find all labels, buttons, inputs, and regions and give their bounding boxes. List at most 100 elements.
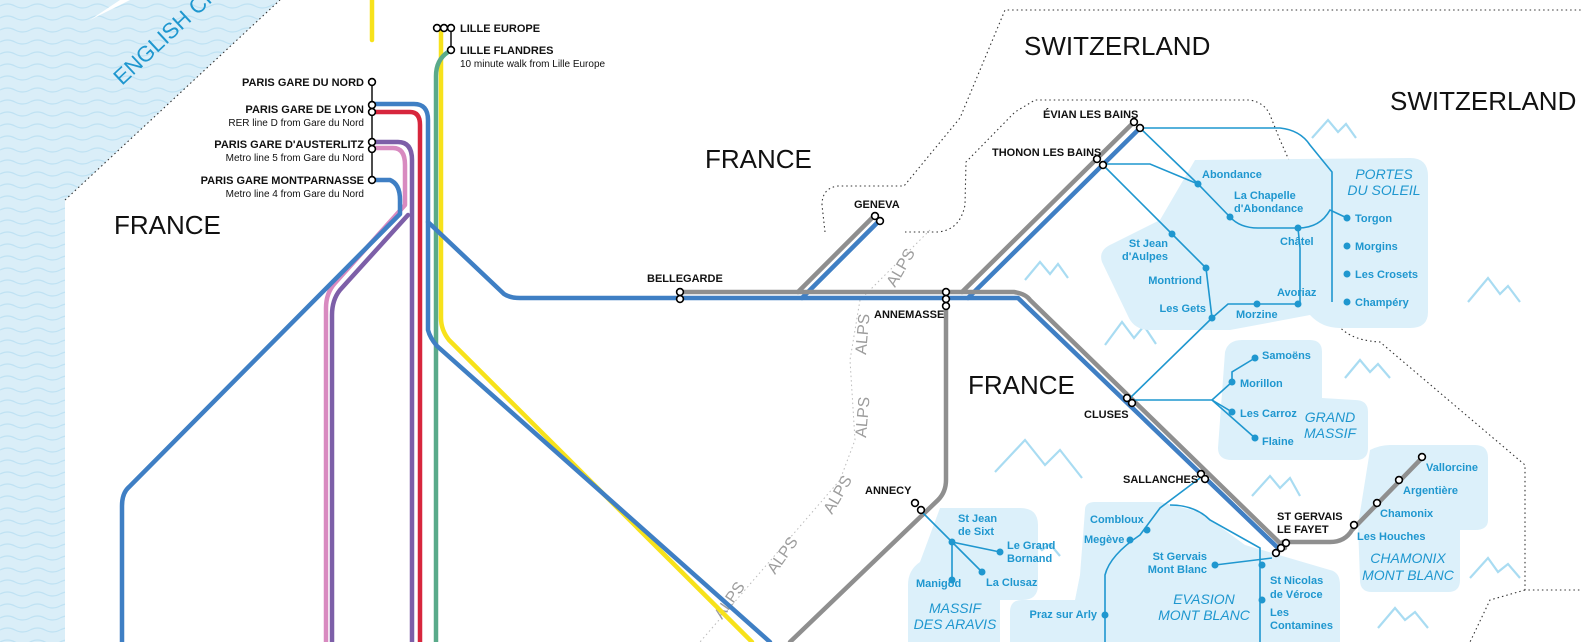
station-label-lille-europe[interactable]: LILLE EUROPE	[460, 23, 540, 35]
station-label-bellegarde[interactable]: BELLEGARDE	[647, 273, 723, 285]
mountain-icon	[1251, 474, 1301, 497]
mountain-icon	[1467, 276, 1521, 303]
evasion-mont-blanc-area	[1010, 502, 1340, 642]
area-label-portes-du-soleil: DU SOLEIL	[1347, 182, 1420, 198]
alps-label: ALPS	[853, 313, 874, 355]
alps-label: ALPS	[821, 473, 856, 517]
station-note-paris-austerlitz: Metro line 5 from Gare du Nord	[226, 153, 364, 164]
resort-label[interactable]: Chamonix	[1380, 508, 1434, 520]
area-label-evasion-mont-blanc: MONT BLANC	[1158, 607, 1251, 623]
alps-label: ALPS	[853, 396, 874, 438]
mountain-icon	[1104, 320, 1157, 346]
resort-label[interactable]: Châtel	[1280, 236, 1314, 248]
resort-label[interactable]: Torgon	[1355, 213, 1392, 225]
area-label-massif-des-aravis: DES ARAVIS	[914, 616, 997, 632]
resort-label[interactable]: Montriond	[1148, 275, 1202, 287]
portes-du-soleil-area	[1101, 158, 1428, 330]
chamonix-area	[1358, 445, 1488, 592]
resort-label[interactable]: St Gervais	[1153, 551, 1207, 563]
grand-massif-area	[1218, 340, 1368, 460]
area-label-chamonix-mont-blanc: CHAMONIX	[1370, 550, 1446, 566]
resort-label[interactable]: Avoriaz	[1277, 287, 1317, 299]
resort-label[interactable]: Flaine	[1262, 436, 1294, 448]
country-label-france: FRANCE	[114, 210, 221, 240]
area-label-grand-massif: GRAND	[1305, 409, 1356, 425]
resort-label[interactable]: de Véroce	[1270, 589, 1323, 601]
route-blue	[119, 177, 403, 642]
resort-label[interactable]: St Jean	[958, 513, 997, 525]
station-label-le-fayet[interactable]: LE FAYET	[1277, 524, 1329, 536]
resort-label[interactable]: d'Abondance	[1234, 203, 1303, 215]
resort-label[interactable]: Champéry	[1355, 297, 1410, 309]
resort-label[interactable]: Manigod	[916, 578, 961, 590]
country-label-france: FRANCE	[968, 370, 1075, 400]
station-label-lille-flandres[interactable]: LILLE FLANDRES	[460, 45, 554, 57]
station-note-lille-flandres: 10 minute walk from Lille Europe	[460, 59, 606, 70]
country-label-france: FRANCE	[705, 144, 812, 174]
resort-label[interactable]: Megève	[1084, 534, 1124, 546]
resort-label[interactable]: Les	[1270, 607, 1289, 619]
resort-label[interactable]: d'Aulpes	[1122, 251, 1168, 263]
station-label-paris-montparnasse[interactable]: PARIS GARE MONTPARNASSE	[201, 175, 364, 187]
route-blue	[965, 125, 1143, 301]
resort-label[interactable]: Bornand	[1007, 553, 1052, 565]
resort-label[interactable]: La Clusaz	[986, 577, 1038, 589]
resort-label[interactable]: de Sixt	[958, 526, 994, 538]
resort-label[interactable]: Morgins	[1355, 241, 1398, 253]
resort-label[interactable]: Les Houches	[1357, 531, 1425, 543]
resort-label[interactable]: Contamines	[1270, 620, 1333, 632]
mountain-icon	[1344, 358, 1391, 379]
resort-label[interactable]: Mont Blanc	[1148, 564, 1207, 576]
station-label-sallanches[interactable]: SALLANCHES	[1123, 474, 1198, 486]
mountain-icon	[1377, 606, 1429, 629]
resort-label[interactable]: Samoëns	[1262, 350, 1311, 362]
resort-label[interactable]: Abondance	[1202, 169, 1262, 181]
route-grey	[677, 289, 1288, 551]
resort-label[interactable]: St Nicolas	[1270, 575, 1323, 587]
route-green	[433, 49, 451, 642]
station-note-paris-lyon: RER line D from Gare du Nord	[228, 118, 364, 129]
station-label-paris-lyon[interactable]: PARIS GARE DE LYON	[245, 104, 364, 116]
country-label-switzerland: SWITZERLAND	[1024, 31, 1210, 61]
resort-label[interactable]: Les Gets	[1160, 303, 1206, 315]
mountain-icon	[1311, 118, 1357, 139]
route-pink	[323, 145, 408, 642]
area-label-grand-massif: MASSIF	[1304, 425, 1358, 441]
resort-label[interactable]: St Jean	[1129, 238, 1168, 250]
station-label-geneva[interactable]: GENEVA	[854, 199, 900, 211]
station-label-paris-austerlitz[interactable]: PARIS GARE D'AUSTERLITZ	[214, 139, 364, 151]
resort-label[interactable]: Morillon	[1240, 378, 1283, 390]
route-red	[369, 109, 423, 642]
resort-dots	[948, 180, 1351, 619]
station-label-st-gervais[interactable]: ST GERVAIS	[1277, 511, 1343, 523]
resort-label[interactable]: Argentière	[1403, 485, 1458, 497]
station-label-cluses[interactable]: CLUSES	[1084, 409, 1129, 421]
station-label-evian[interactable]: ÉVIAN LES BAINS	[1043, 108, 1138, 121]
area-label-chamonix-mont-blanc: MONT BLANC	[1362, 567, 1455, 583]
resort-label[interactable]: Les Crosets	[1355, 269, 1418, 281]
area-label-portes-du-soleil: PORTES	[1355, 166, 1413, 182]
station-label-paris-nord[interactable]: PARIS GARE DU NORD	[242, 77, 364, 89]
resort-label[interactable]: Combloux	[1090, 514, 1145, 526]
route-yellow	[438, 25, 755, 642]
resort-label[interactable]: Les Carroz	[1240, 408, 1297, 420]
route-grey	[795, 215, 875, 295]
station-label-annemasse[interactable]: ANNEMASSE	[874, 309, 944, 321]
mountain-icon	[994, 438, 1083, 479]
area-label-evasion-mont-blanc: EVASION	[1173, 591, 1235, 607]
station-label-thonon[interactable]: THONON LES BAINS	[992, 147, 1101, 159]
resort-label[interactable]: Praz sur Arly	[1030, 609, 1098, 621]
route-purple	[369, 139, 415, 642]
station-note-paris-montparnasse: Metro line 4 from Gare du Nord	[226, 189, 364, 200]
mountain-icon	[1469, 556, 1521, 579]
mountain-icon	[1024, 260, 1069, 281]
massif-des-aravis-area	[908, 508, 1038, 642]
alps-label: ALPS	[764, 534, 801, 577]
alps-ridge	[699, 229, 931, 642]
station-label-annecy[interactable]: ANNECY	[865, 485, 912, 497]
resort-label[interactable]: La Chapelle	[1234, 190, 1296, 202]
resort-label[interactable]: Le Grand	[1007, 540, 1055, 552]
resort-label[interactable]: Morzine	[1236, 309, 1278, 321]
resort-label[interactable]: Vallorcine	[1426, 462, 1478, 474]
